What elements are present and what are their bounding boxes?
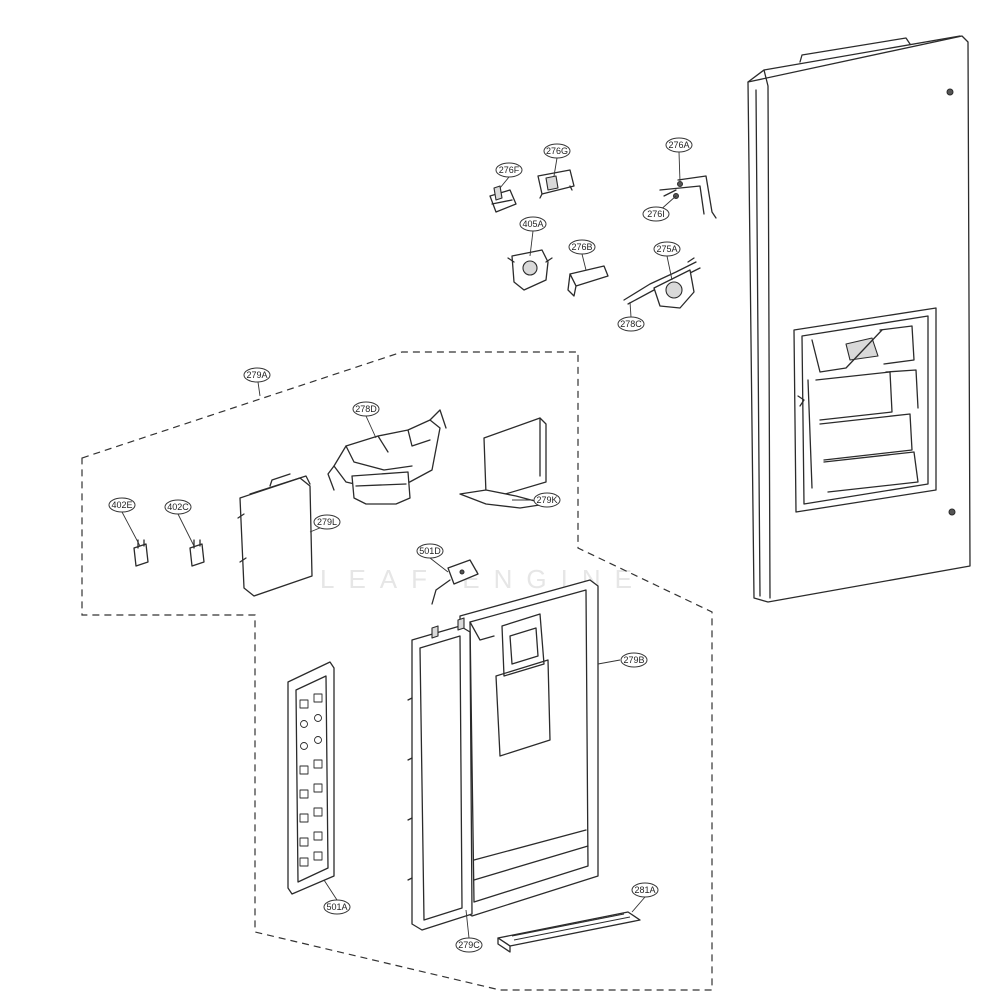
- part-281A-drip-tray: [497, 911, 641, 953]
- callout-label-279K: 279K: [536, 495, 557, 505]
- callout-275A: 275A: [653, 241, 681, 257]
- control-panel-buttons: [299, 693, 323, 867]
- callout-501D: 501D: [416, 543, 444, 559]
- callout-label-276I: 276I: [647, 209, 665, 219]
- callout-label-279L: 279L: [317, 517, 337, 527]
- callout-405A: 405A: [519, 216, 547, 232]
- callout-278D: 278D: [352, 401, 380, 417]
- callout-label-279A: 279A: [246, 370, 267, 380]
- callout-279K: 279K: [533, 492, 561, 508]
- callout-label-276F: 276F: [499, 165, 520, 175]
- callout-281A: 281A: [631, 882, 659, 898]
- callout-label-281A: 281A: [634, 885, 655, 895]
- part-501A-control-panel: [287, 661, 335, 895]
- callout-label-276A: 276A: [668, 140, 689, 150]
- callout-label-402C: 402C: [167, 502, 189, 512]
- callout-label-501A: 501A: [326, 902, 347, 912]
- part-279L-cover: [237, 473, 313, 597]
- callout-label-402E: 402E: [111, 500, 132, 510]
- callout-276B: 276B: [568, 239, 596, 255]
- part-405A-motor: [507, 249, 553, 291]
- callout-label-279C: 279C: [458, 940, 480, 950]
- part-276F-hinge-clip: [489, 185, 517, 213]
- callout-label-276G: 276G: [546, 146, 568, 156]
- part-278D-duct-assembly: [327, 409, 447, 505]
- callout-label-278D: 278D: [355, 404, 377, 414]
- callout-label-501D: 501D: [419, 546, 441, 556]
- callout-276A: 276A: [665, 137, 693, 153]
- callout-279A: 279A: [243, 367, 271, 383]
- callout-279L: 279L: [313, 514, 341, 530]
- part-276G-hinge-block: [537, 169, 575, 199]
- refrigerator-door: [747, 35, 971, 603]
- callout-402E: 402E: [108, 497, 136, 513]
- callout-276F: 276F: [495, 162, 523, 178]
- callout-402C: 402C: [164, 499, 192, 515]
- callout-label-279B: 279B: [623, 655, 644, 665]
- part-402C-switch: [189, 539, 205, 567]
- part-275A-duct-door-assembly: [623, 257, 701, 309]
- leader-lines: [121, 151, 681, 939]
- callout-label-278C: 278C: [620, 319, 642, 329]
- callout-501A: 501A: [323, 899, 351, 915]
- part-501D-sensor-board: [431, 559, 479, 605]
- part-276B-bracket: [567, 265, 609, 297]
- callout-label-275A: 275A: [656, 244, 677, 254]
- callout-279C: 279C: [455, 937, 483, 953]
- part-279B-dispenser-cover: [459, 579, 599, 917]
- part-279C-frame: [407, 617, 473, 931]
- part-402E-switch: [133, 539, 149, 567]
- callout-label-405A: 405A: [522, 219, 543, 229]
- callout-278C: 278C: [617, 316, 645, 332]
- callout-279B: 279B: [620, 652, 648, 668]
- part-279K-flap: [459, 417, 547, 509]
- callout-label-276B: 276B: [571, 242, 592, 252]
- callout-276I: 276I: [642, 206, 670, 222]
- callout-276G: 276G: [543, 143, 571, 159]
